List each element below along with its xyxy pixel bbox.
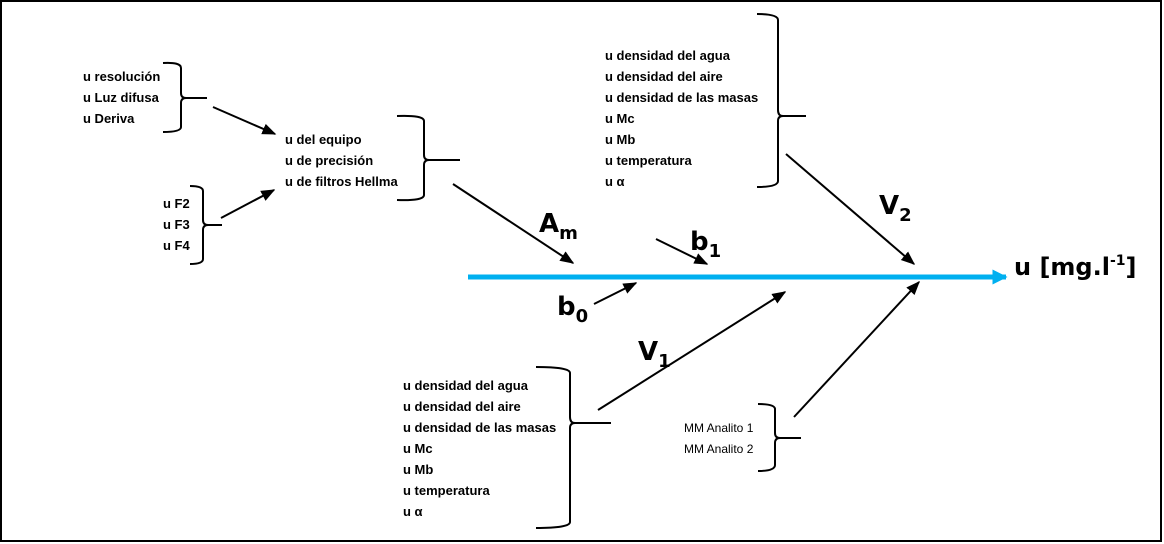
list-item: u densidad del agua — [403, 378, 529, 393]
arrow-mm — [793, 280, 920, 418]
list-item: u de precisión — [285, 153, 373, 168]
list-item: u densidad de las masas — [403, 420, 556, 435]
brace-icon — [757, 403, 801, 472]
list-item: u de filtros Hellma — [285, 174, 398, 189]
list-item: u α — [605, 174, 625, 189]
list-item: u densidad del aire — [605, 69, 723, 84]
list-item: MM Analito 1 — [684, 421, 754, 435]
list-item: u temperatura — [403, 483, 490, 498]
group-am-causes: u del equipo u de precisión u de filtros… — [285, 114, 460, 202]
group-v1-causes: u densidad del agua u densidad del aire … — [403, 366, 611, 529]
factor-b0-label: b0 — [557, 292, 588, 327]
arrow-filtros-to-am-causes — [220, 189, 276, 219]
group-equipo-sources: u resolución u Luz difusa u Deriva — [83, 61, 207, 133]
brace-icon — [396, 114, 460, 202]
group-filtros: u F2 u F3 u F4 — [163, 185, 222, 265]
list-item: u Luz difusa — [83, 90, 160, 105]
list-item: u α — [403, 504, 423, 519]
list-item: u temperatura — [605, 153, 692, 168]
list-item: u F4 — [163, 238, 190, 253]
list-item: u densidad de las masas — [605, 90, 758, 105]
list-item: u Mb — [403, 462, 433, 477]
effect-label: u [mg.l-1] — [1014, 253, 1136, 281]
list-item: MM Analito 2 — [684, 442, 754, 456]
list-item: u F2 — [163, 196, 190, 211]
list-item: u densidad del aire — [403, 399, 521, 414]
group-v2-causes: u densidad del agua u densidad del aire … — [605, 13, 806, 189]
list-item: u F3 — [163, 217, 190, 232]
brace-icon — [756, 13, 806, 188]
brace-icon — [162, 61, 207, 133]
brace-icon — [189, 185, 222, 265]
brace-icon — [535, 366, 611, 529]
arrow-b0 — [593, 282, 638, 305]
group-mm-causes: MM Analito 1 MM Analito 2 — [684, 403, 801, 472]
factor-v2-label: V2 — [879, 191, 912, 226]
list-item: u densidad del agua — [605, 48, 731, 63]
list-item: u Mc — [605, 111, 635, 126]
arrow-v1 — [597, 291, 787, 411]
arrow-b1 — [655, 238, 709, 265]
factor-b1-label: b1 — [690, 227, 721, 262]
list-item: u Mc — [403, 441, 433, 456]
arrow-equipo-to-am-causes — [212, 106, 277, 135]
list-item: u Mb — [605, 132, 635, 147]
arrow-v2 — [785, 153, 916, 265]
list-item: u del equipo — [285, 132, 362, 147]
factor-v1-label: V1 — [638, 337, 671, 372]
list-item: u resolución — [83, 69, 160, 84]
factor-am-label: Am — [539, 209, 578, 244]
arrow-am — [452, 183, 575, 264]
list-item: u Deriva — [83, 111, 135, 126]
